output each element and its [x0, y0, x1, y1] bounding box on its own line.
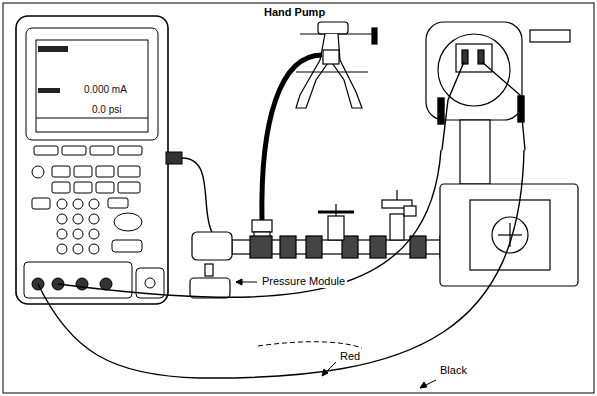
screen-reading: 0.0 psi: [92, 104, 121, 116]
hand-pump: [296, 22, 377, 108]
pressure-module: [190, 232, 232, 298]
part-label: Hand Pump: [262, 6, 327, 19]
pressure-transmitter: [426, 22, 578, 286]
pressure-manifold: [232, 190, 464, 258]
wire-label: Black: [438, 364, 469, 377]
test-leads: [38, 62, 525, 378]
screen-reading: 0.000 mA: [84, 84, 127, 96]
wire-label: Red: [338, 350, 362, 363]
calibrator: [16, 16, 182, 304]
leader-lines: [236, 279, 436, 388]
part-label: Pressure Module: [260, 275, 347, 288]
